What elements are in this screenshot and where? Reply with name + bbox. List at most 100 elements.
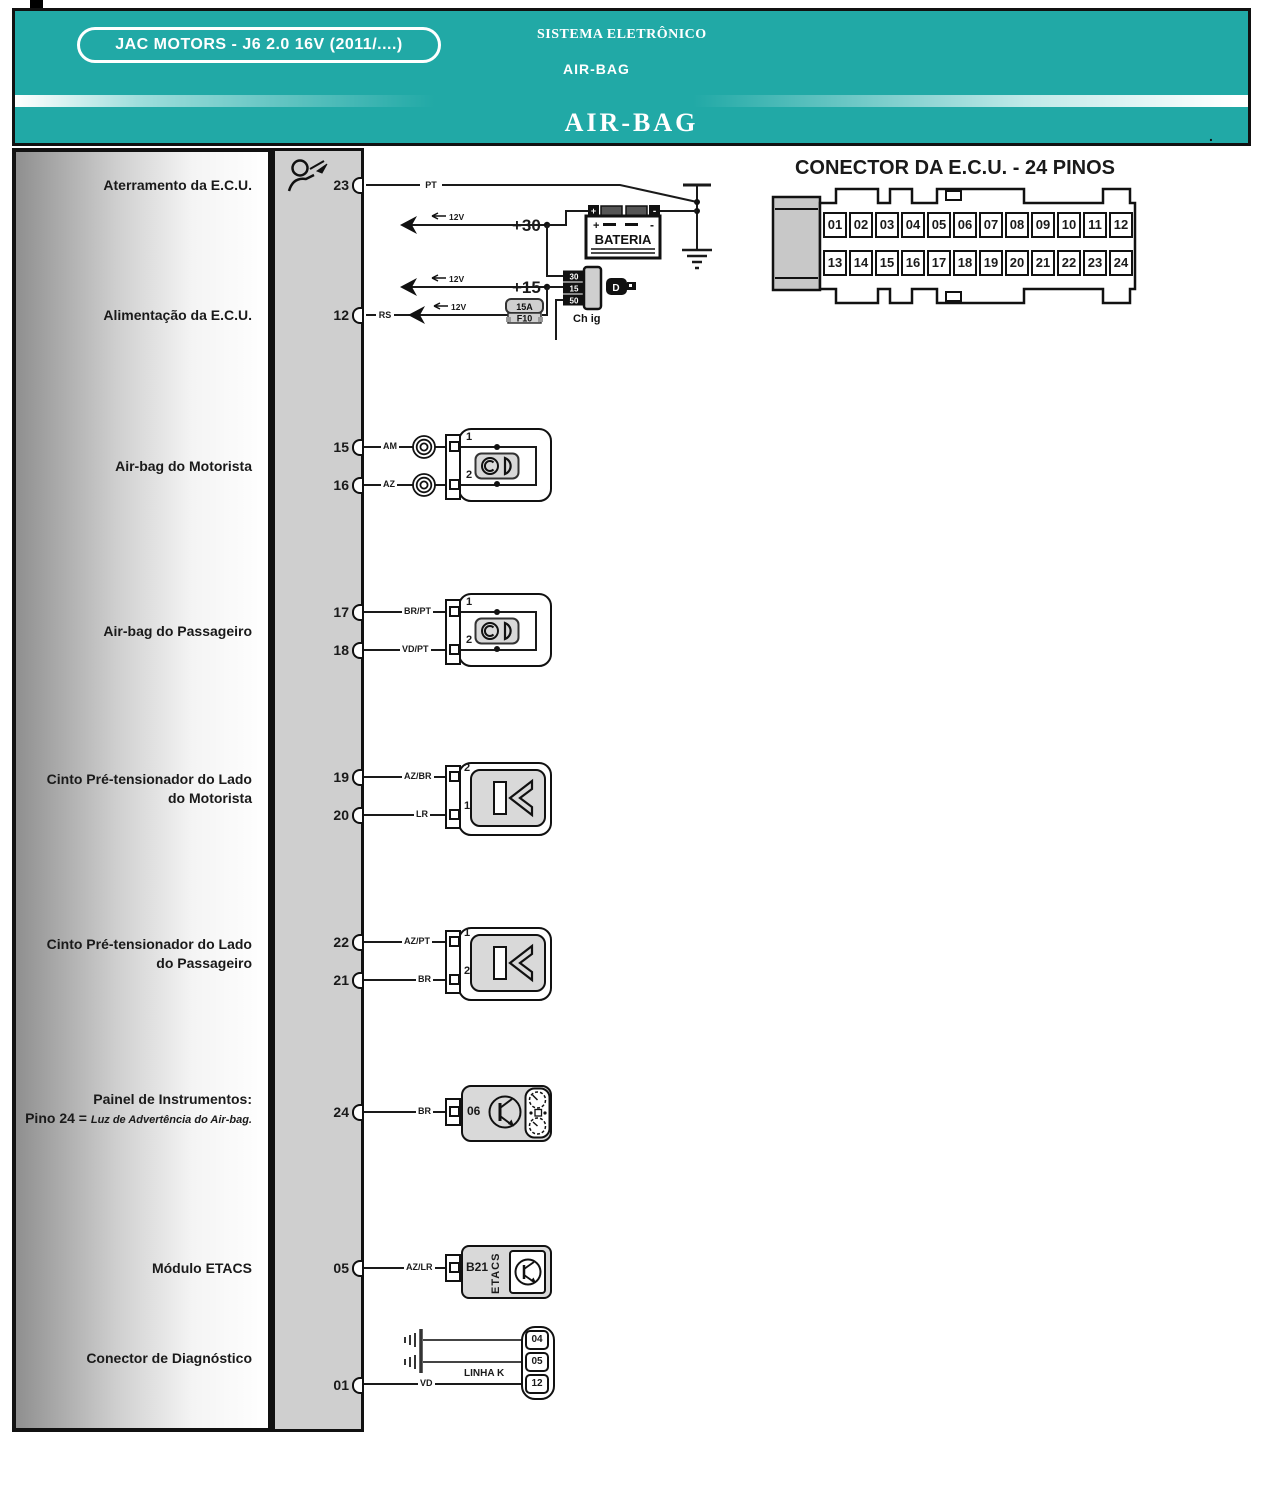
junction-dot (494, 481, 500, 487)
connector-pin (449, 1106, 460, 1117)
conn-pin: 23 (1083, 250, 1107, 276)
plus15-label: +15 (512, 278, 541, 297)
conn-pin: 22 (1057, 250, 1081, 276)
corner-mark (30, 0, 43, 9)
chassis-ground-icon (404, 1351, 423, 1373)
pin-number: 19 (333, 769, 349, 785)
label-driver-airbag: Air-bag do Motorista (115, 458, 252, 474)
ecu-connector-body (771, 187, 1137, 305)
ecu-pin-17: 17 (272, 603, 362, 621)
connector-pin (449, 479, 460, 490)
connector-pin (449, 1262, 460, 1273)
wire-label-rs: RS (379, 310, 392, 320)
pin-number: 01 (333, 1377, 349, 1393)
pin-notch (352, 603, 362, 621)
ignition-label: Ch ig (573, 313, 601, 325)
svg-text:F10: F10 (517, 314, 533, 324)
pretensioner-body (470, 769, 546, 827)
wire-label: AZ/BR (402, 771, 434, 782)
label-diagnostic: Conector de Diagnóstico (86, 1350, 252, 1366)
label-line: Pino 24 = (25, 1110, 91, 1126)
pin-notch (352, 1103, 362, 1121)
conn-pin: 08 (1005, 212, 1029, 238)
wire-label: LR (414, 809, 430, 820)
ignition-switch: 30 15 50 Ch ig (563, 265, 603, 325)
connector-pin (449, 936, 460, 947)
conn-pin: 24 (1109, 250, 1133, 276)
subsystem-label: AIR-BAG (563, 61, 630, 77)
label-line: Cinto Pré-tensionador do Lado (46, 771, 252, 787)
conn-pin: 06 (953, 212, 977, 238)
pretensioner-icon (493, 778, 534, 818)
connector-pin (449, 809, 460, 820)
wire-ign50 (555, 299, 563, 340)
conn-pin: 13 (823, 250, 847, 276)
ecu-pin-01: 01 (272, 1376, 362, 1394)
pin-number: 16 (333, 477, 349, 493)
wire-to-ign30 (546, 225, 563, 277)
connector-pin (449, 606, 460, 617)
connector-pin-number: 06 (467, 1104, 481, 1118)
battery-icon: + - + - BATERIA (584, 205, 662, 260)
wire-label: AZ/LR (404, 1262, 435, 1273)
label-etacs: Módulo ETACS (151, 1260, 252, 1276)
diag-pin-05: 05 (525, 1352, 549, 1372)
pin-number: 17 (333, 604, 349, 620)
pin-notch (352, 933, 362, 951)
plus30-label: +30 (512, 216, 541, 235)
label-passenger-pretensioner: Cinto Pré-tensionador do Lado do Passage… (24, 935, 262, 973)
wire-vd (364, 1383, 525, 1385)
diag-pin-12: 12 (525, 1374, 549, 1394)
junction-dot (494, 609, 500, 615)
ecu-pin-22: 22 (272, 933, 362, 951)
connector-pin-number: 2 (466, 469, 473, 481)
pin-number: 15 (333, 439, 349, 455)
transistor-icon (514, 1258, 542, 1286)
wire-label: VD/PT (400, 644, 431, 655)
conn-pin: 04 (901, 212, 925, 238)
arrow-left-icon (408, 306, 425, 324)
small-arrow-icon (433, 302, 448, 310)
connector-pin-number: 1 (464, 800, 471, 812)
label-ecu-power: Alimentação da E.C.U. (103, 307, 252, 323)
svg-text:-: - (650, 218, 654, 232)
wire-label: BR (416, 974, 433, 985)
wire-label: AZ (381, 479, 397, 490)
label-driver-pretensioner: Cinto Pré-tensionador do Lado do Motoris… (24, 770, 262, 808)
pin-number: 22 (333, 934, 349, 950)
diag-pin-04: 04 (525, 1330, 549, 1350)
label-line-italic: Luz de Advertência do Air-bag. (90, 1114, 252, 1126)
small-arrow-icon (431, 212, 446, 220)
pin-number: 05 (333, 1260, 349, 1276)
system-label: SISTEMA ELETRÔNICO (537, 27, 707, 42)
svg-text:30: 30 (570, 273, 579, 282)
conn-pin: 17 (927, 250, 951, 276)
conn-pin: 05 (927, 212, 951, 238)
inner-wire (535, 611, 537, 651)
label-bg (420, 179, 442, 190)
connector-pin-number: 2 (464, 762, 471, 774)
conn-pin: 20 (1005, 250, 1029, 276)
ecu-pin-19: 19 (272, 768, 362, 786)
connector-pin (449, 771, 460, 782)
pin-number: 20 (333, 807, 349, 823)
connector-pin (449, 644, 460, 655)
conn-pin: 12 (1109, 212, 1133, 238)
gradient-strip (15, 95, 1248, 107)
earth-ground-icon (682, 248, 712, 270)
conn-pin: 11 (1083, 212, 1107, 238)
wire-label: BR (416, 1106, 433, 1117)
wire-label: AM (381, 441, 399, 452)
pin-number: 23 (333, 177, 349, 193)
conn-pin: 18 (953, 250, 977, 276)
clockspring-coil-icon (412, 473, 436, 497)
power-section: PT 12V +30 + - + - BATERIA (366, 179, 712, 340)
clockspring-coil-icon (412, 435, 436, 459)
ecu-connector-row2: 13 14 15 16 17 18 19 20 21 22 23 24 (823, 250, 1133, 276)
ecu-bar (272, 148, 364, 1432)
page-title: AIR-BAG (564, 108, 699, 137)
linha-k-label: LINHA K (464, 1368, 505, 1379)
stray-dot: . (1209, 128, 1213, 144)
v12-label: 12V (451, 302, 466, 312)
pretensioner-body (470, 934, 546, 992)
